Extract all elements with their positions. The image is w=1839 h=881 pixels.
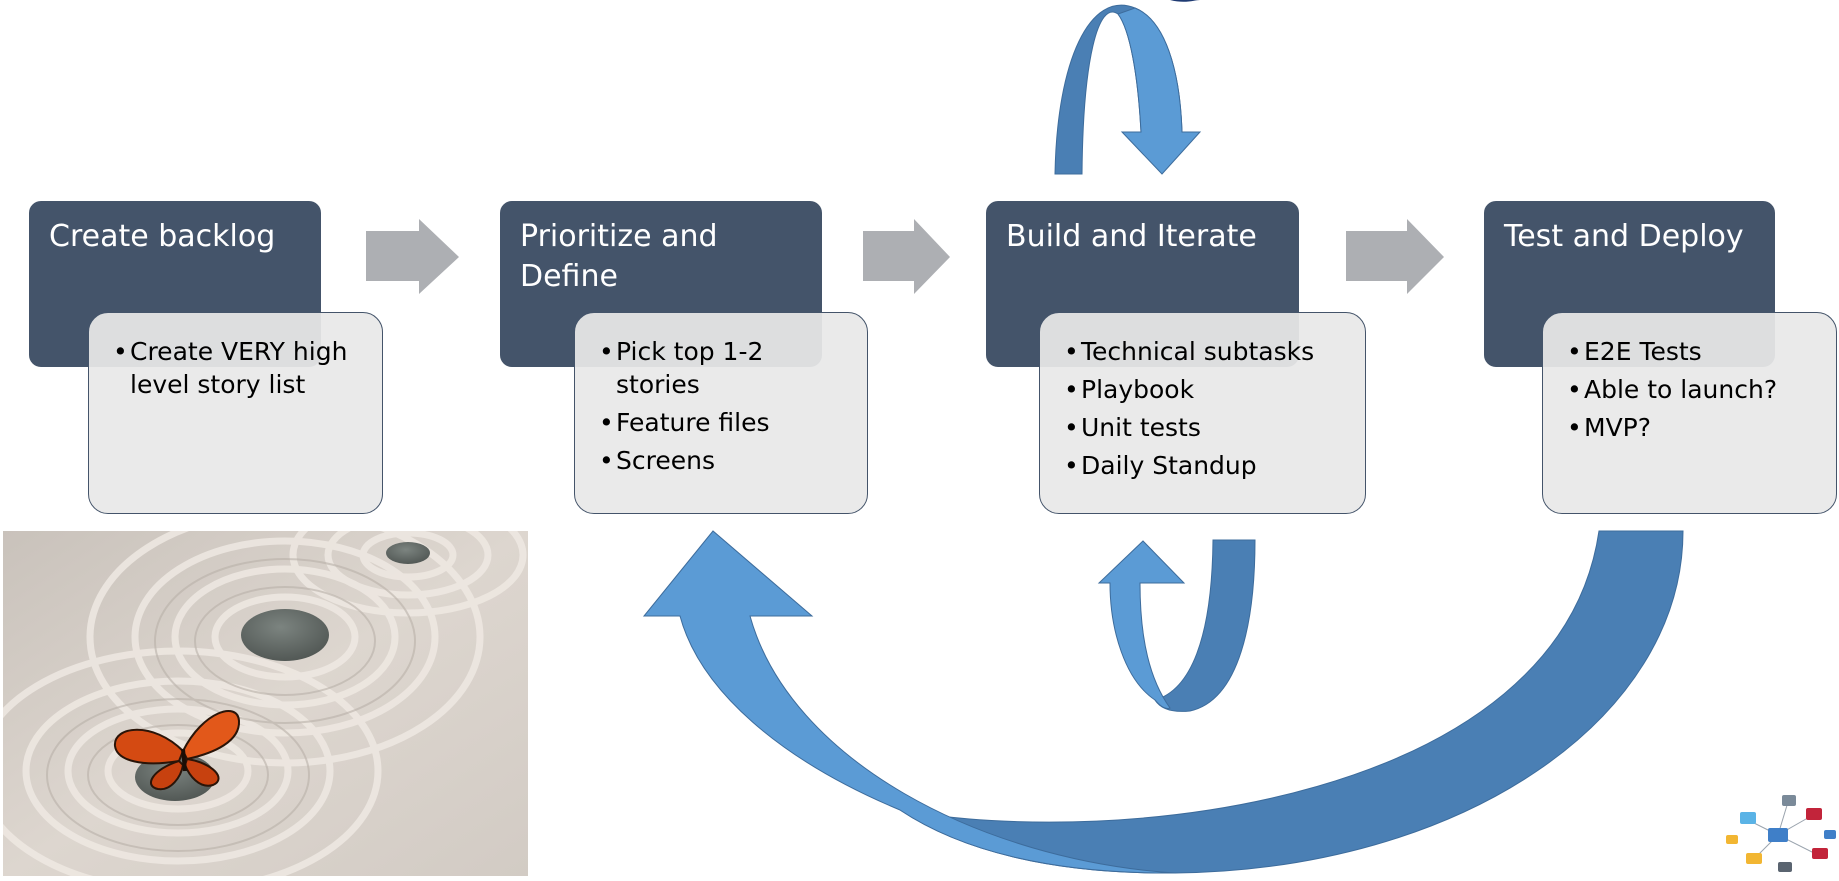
bullet-item: Create VERY high level story list [113,335,366,401]
step-arrow-icon [1346,219,1444,294]
stage-body-prioritize-define: Pick top 1-2 stories Feature files Scree… [574,312,868,514]
bullet-item: Technical subtasks [1064,335,1349,368]
bullet-list: Create VERY high level story list [113,335,366,401]
step-arrow-icon [366,219,459,294]
stage-body-test-deploy: E2E Tests Able to launch? MVP? [1542,312,1837,514]
stage-title: Test and Deploy [1504,219,1744,254]
bullet-list: Pick top 1-2 stories Feature files Scree… [599,335,851,477]
bullet-list: E2E Tests Able to launch? MVP? [1567,335,1820,444]
stage-title: Prioritize and Define [520,219,718,294]
step-arrow-icon [863,219,950,294]
stage-body-build-iterate: Technical subtasks Playbook Unit tests D… [1039,312,1366,514]
bullet-item: Daily Standup [1064,449,1349,482]
bullet-item: Unit tests [1064,411,1349,444]
bullet-list: Technical subtasks Playbook Unit tests D… [1064,335,1349,482]
curved-loop-arrow-bottom-icon [1097,539,1256,712]
stage-body-create-backlog: Create VERY high level story list [88,312,383,514]
bullet-item: Playbook [1064,373,1349,406]
curved-return-arrow-icon [642,530,1684,874]
curved-loop-arrow-top-icon [1054,0,1202,175]
zen-garden-photo [3,531,528,876]
butterfly-icon [113,710,241,791]
bullet-item: E2E Tests [1567,335,1820,368]
bullet-item: Feature files [599,406,851,439]
bullet-item: Able to launch? [1567,373,1820,406]
stage-title: Create backlog [49,219,276,254]
stage-title: Build and Iterate [1006,219,1257,254]
bullet-item: MVP? [1567,411,1820,444]
network-devices-logo [1718,790,1839,876]
bullet-item: Pick top 1-2 stories [599,335,851,401]
bullet-item: Screens [599,444,851,477]
